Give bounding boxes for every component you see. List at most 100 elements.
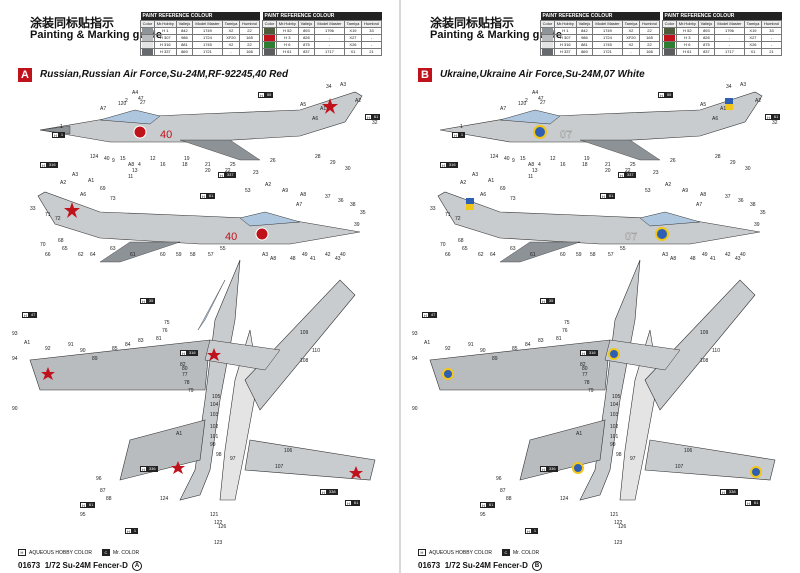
decal-callout: 53: [245, 188, 251, 194]
decal-callout: 87: [100, 488, 106, 494]
decal-callout: 40: [740, 252, 746, 258]
swatch-chip: [664, 49, 675, 55]
decal-callout: 41: [710, 256, 716, 262]
swatch-chip: [664, 35, 675, 41]
decal-callout: 85: [512, 346, 518, 352]
decal-callout: 2: [525, 98, 528, 104]
plan-view-bottom: [204, 279, 376, 501]
table-caption: PAINT REFERENCE COLOUR: [662, 12, 782, 21]
decal-callout: A7: [100, 106, 106, 112]
decal-callout: 72: [55, 216, 61, 222]
decal-callout: 34: [326, 84, 332, 90]
plan-view-top: [429, 259, 641, 501]
decal-callout: 70: [40, 242, 46, 248]
decal-callout: 32: [372, 120, 378, 126]
col-header: Color: [540, 20, 555, 28]
aqueous-symbol: H: [418, 549, 426, 556]
color-swatch: [662, 48, 677, 56]
decal-callout: A2: [355, 98, 361, 104]
decal-callout: 15: [120, 156, 126, 162]
cell-tamiya: X2: [621, 41, 641, 49]
decal-callout: 77: [182, 372, 188, 378]
guide-title-cn: 涂装同标贴指示: [430, 16, 515, 30]
cell-hobby: H 61: [675, 48, 699, 56]
col-header: Color: [140, 20, 155, 28]
decal-callout: 35: [360, 210, 366, 216]
cell-humbrol: -: [361, 41, 382, 49]
cell-tamiya: XF20: [221, 34, 241, 42]
decal-callout: 90: [80, 348, 86, 354]
decal-callout: 95: [480, 512, 486, 518]
decal-callout: 104: [610, 402, 619, 408]
decal-callout: 16: [160, 162, 166, 168]
decal-callout: A5: [300, 102, 306, 108]
decal-callout: 9: [512, 158, 515, 164]
decal-callout: A3: [740, 82, 746, 88]
legend-mrcolor: C Mr. COLOR: [102, 549, 139, 556]
decal-callout: 57: [208, 252, 214, 258]
decal-callout: 48: [290, 256, 296, 262]
cell-humbrol: 33: [761, 27, 782, 35]
color-swatch: [140, 41, 155, 49]
decal-callout: A2: [60, 180, 66, 186]
cell-hobby: H 1: [153, 27, 177, 35]
cell-tamiya: X2: [221, 27, 241, 35]
decal-callout: 4: [138, 162, 141, 168]
decal-callout: 109: [300, 330, 309, 336]
decal-callout: A2: [665, 182, 671, 188]
decal-callout: 104: [210, 402, 219, 408]
col-header: Vallejo: [697, 20, 716, 28]
decal-callout: 92: [45, 346, 51, 352]
decal-callout: 38: [750, 202, 756, 208]
decal-callout: 27: [540, 100, 546, 106]
decal-callout: 98: [616, 452, 622, 458]
cell-hobby: H 52: [675, 27, 699, 35]
col-header: Mr.Hobby: [675, 20, 699, 28]
decal-callout: 28: [715, 154, 721, 160]
decal-callout: 25: [230, 162, 236, 168]
decal-callout: 124: [490, 154, 499, 160]
tail-number-upper: 07: [560, 129, 572, 141]
decal-callout: A8: [270, 256, 276, 262]
decal-callout: 88: [106, 496, 112, 502]
cell-hobby: H 6: [675, 41, 699, 49]
decal-callout: 90: [480, 348, 486, 354]
col-header: Vallejo: [297, 20, 316, 28]
aqueous-label: AQUEOUS HOBBY COLOR: [429, 549, 492, 556]
decal-callout: 69: [500, 186, 506, 192]
paint-reference-table-left: PAINT REFERENCE COLOUR Color Mr.Hobby Va…: [540, 12, 660, 56]
decal-callout: 39: [754, 222, 760, 228]
decal-callout: 69: [100, 186, 106, 192]
cell-mm: 1749: [592, 27, 623, 35]
decal-callout: 124: [160, 496, 169, 502]
kit-title: 1/72 Su-24M Fencer-D: [44, 561, 128, 571]
decal-callout: 2: [125, 98, 128, 104]
decal-callout: 106: [684, 448, 693, 454]
decal-callout: 105: [212, 394, 221, 400]
decal-callout: 12: [150, 156, 156, 162]
decal-callout: A1: [576, 431, 582, 437]
decal-callout: A6: [480, 192, 486, 198]
decal-callout: A3: [340, 82, 346, 88]
cell-vallejo: 881: [575, 41, 594, 49]
paint-reference-table-right: PAINT REFERENCE COLOUR Color Mr.Hobby Va…: [662, 12, 782, 56]
decal-callout: 59: [176, 252, 182, 258]
decal-callout: 38: [350, 202, 356, 208]
decal-callout: A9: [682, 188, 688, 194]
decal-callout: 66: [445, 252, 451, 258]
decal-callout: 63: [510, 246, 516, 252]
decal-callout: A3: [662, 252, 668, 258]
cell-mm: 1724: [592, 34, 623, 42]
cell-humbrol: -: [761, 41, 782, 49]
cell-mm: -: [314, 34, 345, 42]
decal-callout: 43: [335, 256, 341, 262]
cell-tamiya: -: [221, 48, 241, 56]
decal-callout: 4: [538, 162, 541, 168]
